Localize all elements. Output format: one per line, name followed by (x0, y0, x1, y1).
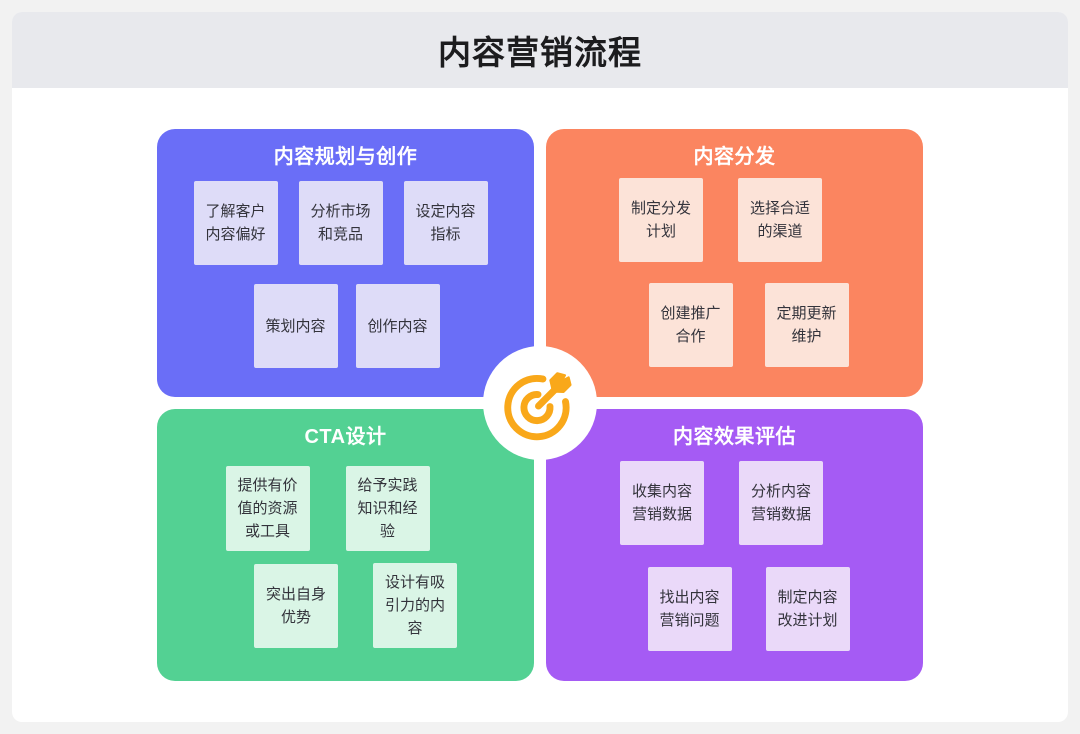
quadrant-title: 内容分发 (693, 146, 776, 168)
sticky-card[interactable]: 突出自身优势 (254, 563, 338, 648)
quadrant-cta-design[interactable]: CTA设计 提供有价值的资源或工具给予实践知识和经验 突出自身优势设计有吸引力的… (157, 409, 534, 681)
cards-column: 制定分发计划选择合适的渠道 创建推广合作定期更新维护 (546, 178, 923, 367)
sticky-card[interactable]: 创作内容 (355, 284, 440, 368)
cards-column: 收集内容营销数据分析内容营销数据 找出内容营销问题制定内容改进计划 (546, 461, 923, 651)
board-area: 内容规划与创作 了解客户内容偏好分析市场和竞品设定内容指标 策划内容创作内容 内… (12, 88, 1068, 722)
sticky-card[interactable]: 设定内容指标 (403, 181, 488, 265)
sticky-card[interactable]: 找出内容营销问题 (647, 567, 732, 651)
sticky-card[interactable]: 分析市场和竞品 (298, 181, 383, 265)
cards-row: 找出内容营销问题制定内容改进计划 (560, 567, 923, 651)
sticky-card[interactable]: 设计有吸引力的内容 (373, 563, 457, 648)
sticky-card[interactable]: 选择合适的渠道 (738, 178, 822, 262)
sticky-card[interactable]: 制定内容改进计划 (765, 567, 850, 651)
cards-column: 提供有价值的资源或工具给予实践知识和经验 突出自身优势设计有吸引力的内容 (157, 466, 534, 648)
header-band: 内容营销流程 (12, 12, 1068, 88)
center-hub (483, 346, 597, 460)
cards-column: 了解客户内容偏好分析市场和竞品设定内容指标 策划内容创作内容 (157, 181, 534, 368)
sticky-card[interactable]: 了解客户内容偏好 (193, 181, 278, 265)
cards-row: 了解客户内容偏好分析市场和竞品设定内容指标 (157, 181, 529, 265)
page-title: 内容营销流程 (438, 34, 642, 71)
quadrant-title: 内容规划与创作 (273, 146, 418, 168)
cards-row: 收集内容营销数据分析内容营销数据 (546, 461, 910, 545)
sticky-card[interactable]: 给予实践知识和经验 (345, 466, 430, 551)
sticky-card[interactable]: 制定分发计划 (619, 178, 703, 262)
quadrant-effect-evaluation[interactable]: 内容效果评估 收集内容营销数据分析内容营销数据 找出内容营销问题制定内容改进计划 (546, 409, 923, 681)
quadrant-title: CTA设计 (304, 426, 387, 448)
cards-row: 提供有价值的资源或工具给予实践知识和经验 (157, 466, 516, 551)
quadrant-grid: 内容规划与创作 了解客户内容偏好分析市场和竞品设定内容指标 策划内容创作内容 内… (157, 129, 923, 681)
quadrant-content-planning[interactable]: 内容规划与创作 了解客户内容偏好分析市场和竞品设定内容指标 策划内容创作内容 (157, 129, 534, 397)
cards-row: 制定分发计划选择合适的渠道 (546, 178, 909, 262)
cards-row: 创建推广合作定期更新维护 (560, 283, 923, 367)
cards-row: 策划内容创作内容 (158, 284, 534, 368)
sticky-card[interactable]: 创建推广合作 (648, 283, 733, 367)
target-dart-icon (504, 372, 572, 441)
diagram-canvas: 内容营销流程 内容规划与创作 了解客户内容偏好分析市场和竞品设定内容指标 策划内… (12, 12, 1068, 722)
sticky-card[interactable]: 策划内容 (253, 284, 338, 368)
sticky-card[interactable]: 收集内容营销数据 (620, 461, 704, 545)
sticky-card[interactable]: 分析内容营销数据 (739, 461, 823, 545)
quadrant-title: 内容效果评估 (673, 426, 796, 448)
sticky-card[interactable]: 提供有价值的资源或工具 (225, 466, 310, 551)
sticky-card[interactable]: 定期更新维护 (764, 283, 849, 367)
cards-row: 突出自身优势设计有吸引力的内容 (167, 563, 534, 648)
quadrant-content-distribution[interactable]: 内容分发 制定分发计划选择合适的渠道 创建推广合作定期更新维护 (546, 129, 923, 397)
